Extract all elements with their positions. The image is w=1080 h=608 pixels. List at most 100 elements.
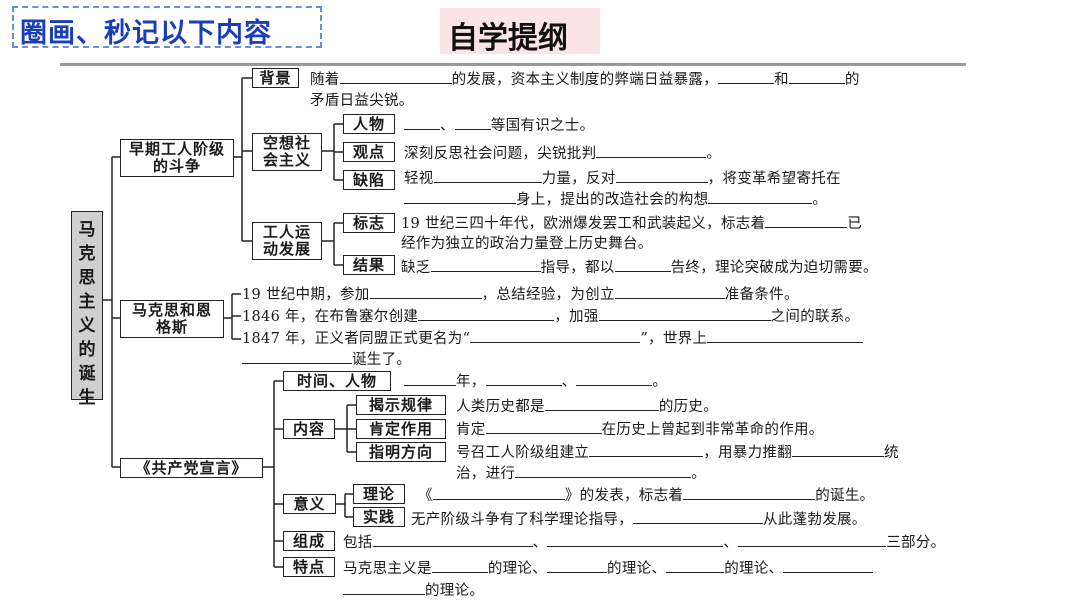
node-mark-label: 标志 [352, 213, 385, 232]
mark-line-2: 经作为独立的政治力量登上历史舞台。 [401, 235, 653, 253]
blank-field [589, 443, 704, 457]
blank-field [418, 307, 555, 321]
blank-field [615, 169, 708, 183]
node-result: 结果 [343, 255, 395, 275]
title-banner: 自学提纲 [440, 8, 600, 56]
text-segment: 之间的联系。 [770, 309, 860, 325]
blank-field [718, 70, 775, 84]
blank-field [708, 190, 813, 204]
marx-line-4: 诞生了。 [242, 350, 411, 369]
blank-field [544, 397, 659, 411]
node-practice-label: 实践 [362, 507, 395, 526]
instruction-text: 圈画、秒记以下内容 [20, 18, 272, 49]
text-segment: 治，进行 [456, 466, 516, 482]
node-affirm: 肯定作用 [356, 419, 446, 439]
node-composition-label: 组成 [292, 531, 325, 550]
node-defect-label: 缺陷 [352, 170, 385, 189]
view-line: 深刻反思社会问题，尖锐批判。 [404, 144, 721, 163]
node-time-people-label: 时间、人物 [296, 371, 377, 390]
text-segment: 的发展，资本主义制度的弊端日益暴露， [451, 72, 719, 88]
node-view-label: 观点 [352, 142, 385, 161]
reveal-line: 人类历史都是的历史。 [456, 397, 718, 416]
text-segment: 统 [884, 445, 899, 461]
text-segment: 人类历史都是 [456, 399, 545, 415]
text-segment: 的诞生。 [815, 488, 875, 504]
node-content: 内容 [283, 419, 335, 439]
blank-field [470, 329, 641, 343]
text-segment: 。 [706, 146, 722, 162]
text-segment: 、 [723, 535, 739, 551]
blank-field [738, 533, 887, 547]
text-segment: 年， [456, 374, 486, 390]
page-title: 自学提纲 [448, 21, 568, 56]
blank-field [788, 70, 845, 84]
node-reveal-label: 揭示规律 [368, 395, 433, 414]
root-node: 马克思主义的诞生 [71, 211, 103, 408]
blank-field [633, 510, 763, 524]
node-composition: 组成 [283, 531, 335, 551]
node-time-people: 时间、人物 [283, 371, 391, 391]
blank-field [372, 533, 533, 547]
text-segment: 《 [418, 488, 433, 504]
blank-field [404, 190, 516, 204]
text-segment: ，加强 [554, 309, 599, 325]
text-segment: 包括 [343, 535, 373, 551]
blank-field [433, 169, 542, 183]
text-segment: 力量，反对 [541, 171, 616, 187]
blank-field [792, 443, 885, 457]
node-manifesto: 《共产党宣言》 [120, 458, 263, 478]
node-affirm-label: 肯定作用 [368, 419, 433, 438]
blank-field [515, 464, 692, 478]
node-people-label: 人物 [352, 114, 385, 133]
people-line: 、等国有识之士。 [404, 116, 594, 135]
blank-field [707, 329, 864, 343]
text-segment: 已 [847, 216, 863, 232]
defect-line-1: 轻视力量，反对，将变革希望寄托在 [404, 169, 841, 188]
direction-line-2: 治，进行 。 [456, 464, 706, 483]
text-segment: 缺乏 [401, 260, 431, 276]
node-marx-engels-label: 马克思和恩格斯 [132, 301, 213, 336]
theory-line: 《 》的发表，标志着 的诞生。 [418, 486, 874, 505]
text-segment: 告终，理论突破成为迫切需要。 [670, 260, 878, 276]
node-content-label: 内容 [292, 419, 325, 438]
text-segment: 1846 年，在布鲁塞尔创建 [242, 309, 419, 325]
blank-field [339, 70, 452, 84]
blank-field [454, 116, 491, 130]
text-segment: ，总结经验，为创立 [481, 287, 615, 303]
time-people-line: 年，、。 [404, 372, 667, 391]
node-early-struggle-label: 早期工人阶级的斗争 [129, 140, 226, 175]
blank-field [369, 285, 482, 299]
blank-field [598, 307, 771, 321]
text-segment: 准备条件。 [724, 287, 799, 303]
text-segment: 从此蓬勃发展。 [763, 512, 867, 528]
text-segment: 在历史上曾起到非常革命的作用。 [601, 422, 824, 438]
node-background: 背景 [252, 68, 299, 88]
text-segment: 身上，提出的改造社会的构想 [516, 192, 709, 208]
node-early-struggle: 早期工人阶级的斗争 [120, 139, 234, 177]
text-segment: 》的发表，标志着 [564, 488, 684, 504]
text-segment: 的 [844, 72, 860, 88]
node-direction-label: 指明方向 [368, 442, 433, 461]
blank-field [596, 144, 707, 158]
affirm-line: 肯定在历史上曾起到非常革命的作用。 [456, 420, 824, 439]
text-segment: 1847 年，正义者同盟正式更名为“ [242, 331, 471, 347]
blank-field [242, 350, 352, 364]
text-segment: 三部分。 [886, 535, 946, 551]
blank-field [431, 559, 488, 573]
text-segment: 。 [812, 192, 828, 208]
text-segment: 诞生了。 [352, 352, 412, 368]
node-significance: 意义 [283, 494, 336, 514]
marx-line-2: 1846 年，在布鲁塞尔创建 ，加强 之间的联系。 [242, 307, 859, 326]
node-reveal: 揭示规律 [356, 395, 446, 415]
text-segment: 。 [691, 466, 707, 482]
blank-field [547, 533, 724, 547]
instruction-banner: 圈画、秒记以下内容 [12, 6, 322, 49]
text-segment: 经作为独立的政治力量登上历史舞台。 [401, 236, 653, 252]
text-segment: 的理论。 [425, 583, 485, 599]
blank-field [432, 486, 565, 500]
node-defect: 缺陷 [343, 170, 395, 190]
node-utopian: 空想社会主义 [252, 133, 322, 171]
text-segment: 、 [532, 535, 548, 551]
node-feature-label: 特点 [292, 557, 325, 576]
